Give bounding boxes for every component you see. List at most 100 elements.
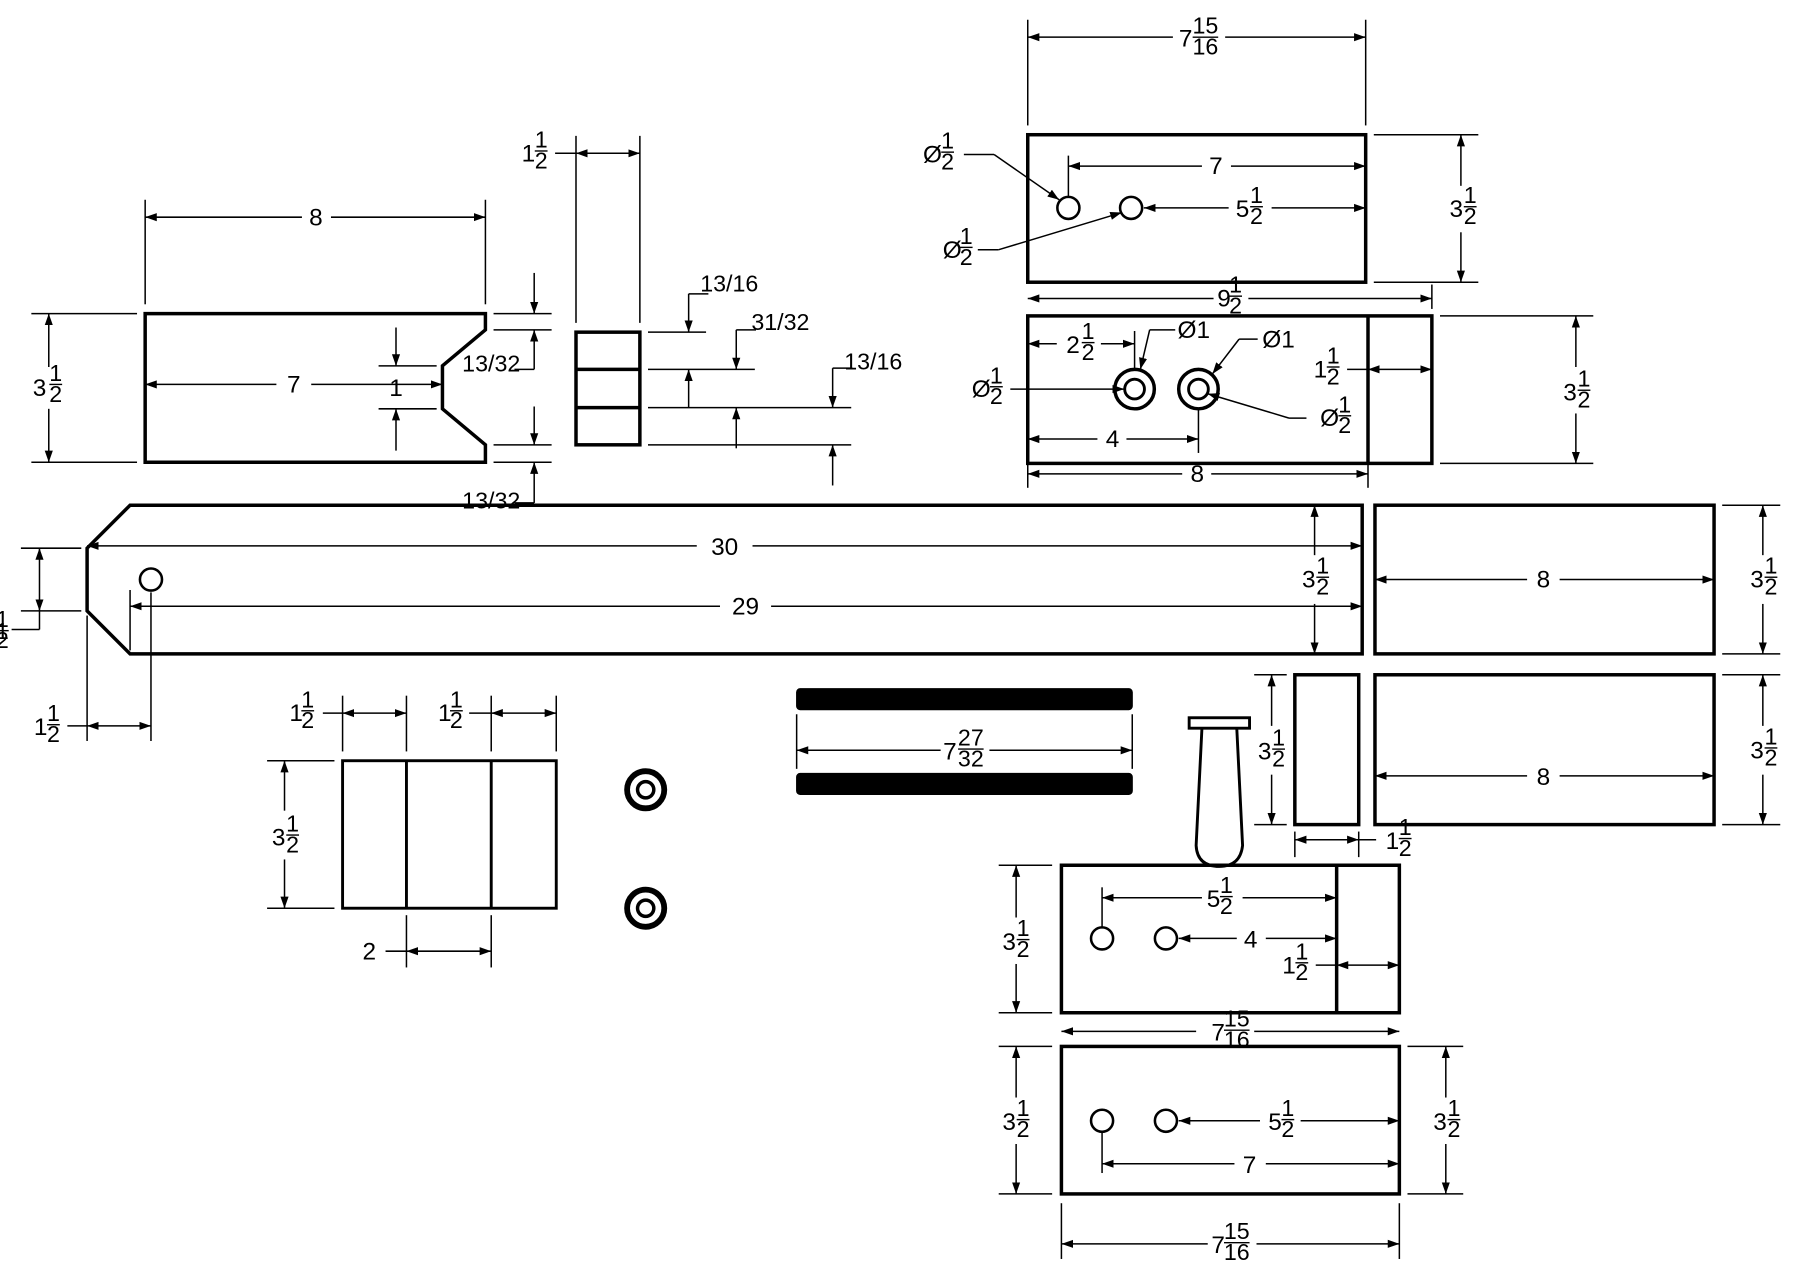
dim-label-3h-topblock: 3 — [1449, 196, 1463, 223]
dim-label-13-32-b: 13/32 — [462, 488, 520, 514]
dim-label-1-notch: 1 — [389, 375, 403, 402]
dim-label-5h-topblock: 5 — [1236, 196, 1250, 223]
dim-label-1h-low1: 1 — [1282, 952, 1296, 979]
dim-label-3h-right1: 3 — [1750, 567, 1764, 594]
dim-label-29: 29 — [732, 593, 759, 620]
dim-label-3h-small: 3 — [1258, 739, 1272, 766]
dim-label-1h-bl-b: 1 — [438, 700, 452, 727]
dim-label-1h-mid: 1 — [1314, 356, 1328, 383]
dim-label-13-16-b: 13/16 — [844, 348, 902, 374]
dim-label-7-topblock: 7 — [1209, 153, 1223, 180]
dim-label-3h-left: 3 — [33, 375, 47, 402]
dim-label-13-16-a: 13/16 — [700, 271, 758, 297]
dim-label-dia1-a: Ø1 — [1178, 317, 1211, 344]
handle-pin — [1187, 716, 1252, 868]
dim-label-4-mid: 4 — [1106, 426, 1120, 453]
hole-half-1 — [1056, 195, 1081, 221]
dim-label-1h-bl-a: 1 — [289, 700, 303, 727]
dim-label-7-27-32: 7 — [943, 739, 957, 766]
handle-shaft — [1194, 728, 1245, 868]
dim-label-8-top: 8 — [309, 204, 323, 231]
long-bar-outline — [85, 503, 1364, 656]
dim-label-8-right1: 8 — [1537, 567, 1551, 594]
dim-label-1h-bottomleft: 1 — [34, 714, 48, 741]
lower-block-2-hole-b — [1153, 1108, 1179, 1134]
dim-label-2-bl: 2 — [363, 938, 377, 965]
dim-label-2h: 2 — [1066, 332, 1080, 359]
dim-label-8-right2: 8 — [1537, 764, 1551, 791]
dim-label-3h-low2-right: 3 — [1433, 1109, 1447, 1136]
lower-block-1-outline — [1059, 863, 1402, 1015]
dim-label-8-mid: 8 — [1191, 461, 1205, 488]
bottom-left-block-outline — [341, 759, 558, 910]
dim-label-1h-top: 1 — [522, 140, 536, 167]
dim-label-7-15-16-top: 7 — [1179, 25, 1193, 52]
dim-label-7-left: 7 — [287, 372, 301, 399]
dim-label-3h-right2: 3 — [1750, 737, 1764, 764]
threaded-rod-lower — [796, 772, 1133, 795]
dim-label-1h-leftedge-frac: 12 — [0, 606, 9, 653]
lower-block-2-hole-a — [1089, 1108, 1115, 1134]
dim-label-7-15-16-mid: 7 — [1211, 1020, 1225, 1047]
washer-2 — [624, 886, 668, 930]
lower-block-1-hole-b — [1153, 926, 1179, 951]
hole-half-2 — [1118, 195, 1144, 221]
notched-block-outline — [143, 311, 488, 464]
dim-label-7-15-16-bottom: 7 — [1211, 1232, 1225, 1259]
lower-block-1-hole-a — [1089, 926, 1115, 951]
dim-label-4-low1: 4 — [1244, 927, 1258, 954]
long-bar: 30 29 3 12 1 12 1 12 — [0, 503, 1364, 747]
ring-outer-2 — [1176, 367, 1220, 411]
dim-label-30: 30 — [711, 534, 738, 561]
right-block-lower-outline — [1373, 673, 1716, 827]
threaded-rod-upper — [796, 688, 1133, 711]
small-upright-block-outline — [1293, 673, 1361, 827]
dim-label-3h-low1: 3 — [1002, 929, 1016, 956]
dim-label-dia-half-3: Ø — [972, 376, 991, 403]
dim-label-3h-low2-left: 3 — [1002, 1109, 1016, 1136]
dim-label-7-low2: 7 — [1243, 1152, 1257, 1179]
washer-1 — [624, 768, 668, 812]
dim-label-dia-half-1: Ø — [923, 142, 942, 169]
plate-stack-outline — [574, 330, 642, 447]
long-bar-hole — [138, 567, 164, 592]
dim-label-3h-bl: 3 — [272, 825, 286, 852]
dim-label-1h-small: 1 — [1386, 828, 1400, 855]
dim-label-dia-half-4: Ø — [1320, 405, 1339, 432]
